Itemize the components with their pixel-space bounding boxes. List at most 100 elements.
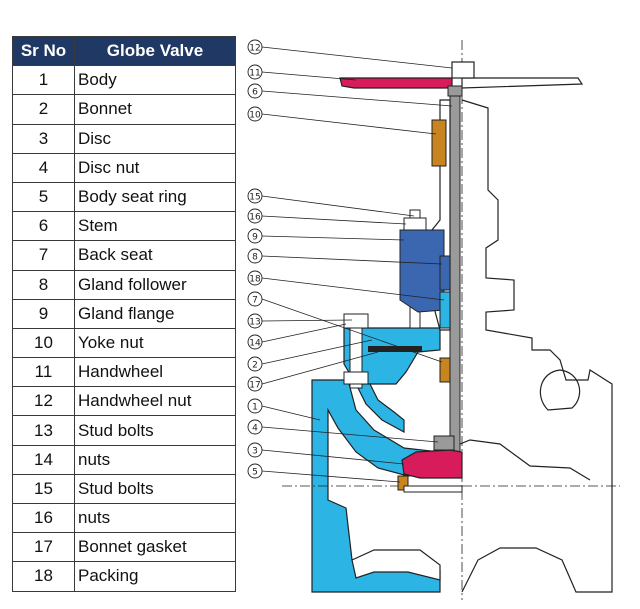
bonnet-neck [355,383,405,434]
part-name-cell: Stem [74,211,236,242]
callout-3-label: 3 [252,447,258,457]
handwheel-right [461,77,584,89]
callout-18: 18 [247,270,445,301]
callout-17: 17 [247,351,379,392]
callout-15: 15 [247,188,415,217]
part-name-cell: Stud bolts [74,473,236,505]
bonnet [343,327,441,434]
sr-no-cell: 5 [12,181,75,213]
globe-valve-diagram: 12 11 6 10 15 16 9 [247,39,620,600]
part-name-cell: Body seat ring [74,181,236,213]
part-name-cell: Bonnet [74,94,236,125]
body-lower-pocket [351,549,441,581]
sr-no-cell: 2 [12,94,75,125]
sr-no-cell: 7 [12,240,75,271]
part-name-cell: Handwheel [74,357,236,388]
handwheel-nut [451,61,475,79]
nut-bonnet-bottom [343,371,369,385]
table-header-row: Sr No Globe Valve [12,35,236,67]
sr-no-cell: 18 [12,561,75,592]
handwheel-nut-washer [447,85,463,97]
callout-11: 11 [247,64,357,81]
sr-no-cell: 14 [12,444,75,475]
sr-no-cell: 10 [12,327,75,359]
sr-no-cell: 16 [12,502,75,534]
callout-1-label: 1 [252,403,258,413]
valve-right-half [439,99,613,593]
callout-10-label: 10 [249,111,261,121]
callout-4: 4 [247,419,439,443]
sr-no-cell: 4 [12,152,75,183]
callout-2: 2 [247,339,373,372]
callout-13-label: 13 [249,318,260,328]
packing [439,291,451,329]
nut-bonnet-top [343,313,369,329]
sr-no-cell: 12 [12,386,75,417]
callout-13: 13 [247,313,353,329]
valve-body [311,379,441,593]
back-seat [439,357,451,383]
disc [401,449,463,479]
sr-no-cell: 3 [12,123,75,154]
part-name-cell: Body [74,65,236,96]
sr-no-cell: 11 [12,357,75,388]
header-globe-valve: Globe Valve [74,35,236,67]
bonnet-gasket [368,346,422,352]
callout-15-label: 15 [249,193,260,203]
part-name-cell: Disc [74,123,236,154]
header-sr-no: Sr No [12,35,75,67]
body-seat-ring [397,475,409,491]
part-name-cell: Yoke nut [74,327,236,359]
gland-follower [439,255,451,291]
part-name-cell: Bonnet gasket [74,532,236,563]
callout-17-label: 17 [249,381,260,391]
callout-16-label: 16 [249,213,261,223]
disc-nut [433,435,455,451]
sr-no-cell: 6 [12,211,75,242]
callout-9-label: 9 [252,233,258,243]
sr-no-cell: 8 [12,269,75,300]
sr-no-cell: 13 [12,415,75,446]
part-name-cell: Gland follower [74,269,236,300]
callout-7-label: 7 [252,296,258,306]
callout-5: 5 [247,463,401,483]
body-seat-ring-base [403,485,463,493]
sr-no-cell: 9 [12,298,75,329]
part-name-cell: nuts [74,444,236,475]
stem [449,91,461,453]
callout-14-label: 14 [249,339,261,349]
callout-4-label: 4 [252,424,258,434]
callout-3: 3 [247,442,405,465]
sr-no-cell: 15 [12,473,75,505]
callout-12-label: 12 [249,44,260,54]
part-name-cell: Gland flange [74,298,236,329]
part-name-cell: Stud bolts [74,415,236,446]
sr-no-cell: 1 [12,65,75,96]
callout-2-label: 2 [252,361,258,371]
sr-no-cell: 17 [12,532,75,563]
callout-5-label: 5 [252,468,258,478]
callout-9: 9 [247,228,405,244]
callouts: 12 11 6 10 15 16 9 [247,39,453,483]
bonnet-flange [343,327,441,385]
callout-1: 1 [247,398,321,421]
yoke-nut [431,119,447,167]
callout-18-label: 18 [249,275,261,285]
part-name-cell: Packing [74,561,236,592]
